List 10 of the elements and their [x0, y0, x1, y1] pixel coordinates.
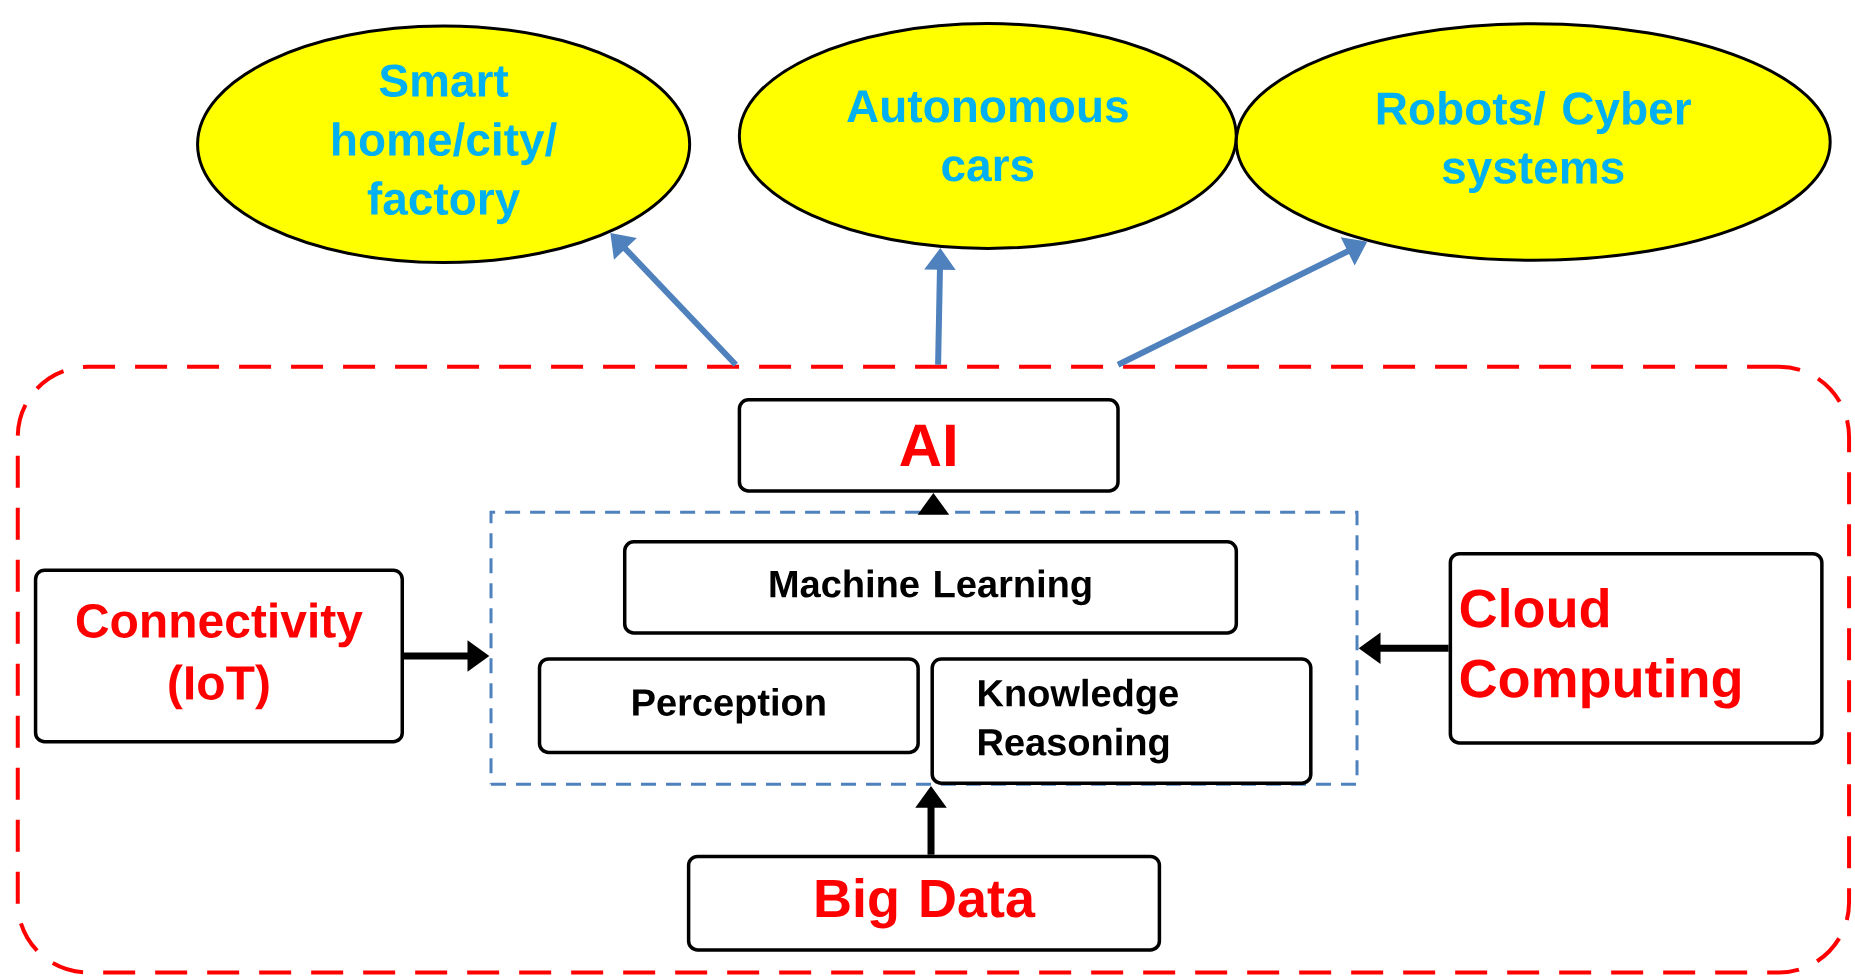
process-box: Connectivity (IoT) [33, 568, 404, 744]
process-box: Big Data [686, 854, 1162, 952]
arrow [610, 233, 738, 367]
dashed-boundary [489, 510, 1359, 786]
process-box: Knowledge Reasoning [930, 657, 1313, 785]
process-box: AI [737, 398, 1120, 493]
dashed-boundary [15, 364, 1852, 975]
process-box: Perception [537, 657, 920, 755]
process-box: Machine Learning [622, 540, 1239, 635]
process-box: Cloud Computing [1448, 551, 1824, 745]
